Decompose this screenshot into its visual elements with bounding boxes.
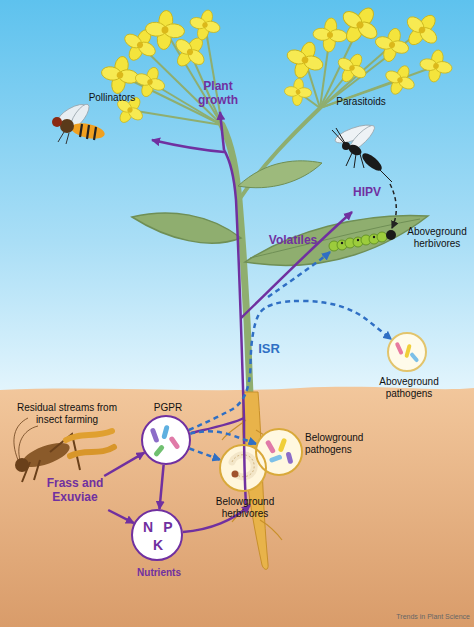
flow-arrow [220, 112, 224, 150]
flower [283, 77, 312, 106]
microbe-rod [153, 444, 165, 457]
soil [0, 387, 474, 627]
microbe-rod [269, 454, 283, 463]
belowground-microbes [265, 438, 294, 465]
segment [377, 232, 387, 242]
node-label: Aboveground pathogens [367, 376, 451, 399]
antennae [332, 128, 345, 143]
head [52, 117, 62, 127]
mealworm [70, 447, 114, 456]
microbe-rod [395, 342, 404, 355]
flower [397, 5, 447, 55]
resistance-arrow [190, 431, 256, 444]
flower [371, 24, 413, 66]
flower [186, 6, 223, 43]
rootlet [260, 520, 282, 540]
nutrient-circle: NPKNutrients [131, 509, 183, 561]
pgpr-circle: PGPR [141, 415, 191, 465]
stalk [320, 66, 436, 108]
microbe-rod [265, 439, 276, 454]
microbe-rod [404, 344, 411, 359]
node-label: Belowground herbivores [203, 496, 287, 519]
flow-arrow [152, 140, 224, 152]
pgpr-circle-fill [142, 416, 190, 464]
pathogen-circle: Aboveground pathogens [387, 332, 427, 372]
spots [342, 237, 374, 243]
organism-label: Parasitoids [325, 96, 397, 108]
growth-flows [152, 112, 352, 532]
edge-label: ISR [254, 342, 284, 357]
microbe-rod [286, 451, 294, 464]
head [386, 230, 396, 240]
pathogen-circle-fill [256, 429, 302, 475]
node-label: Belowground pathogens [305, 432, 375, 455]
microbe-rod [409, 352, 419, 363]
stalk [130, 110, 222, 125]
flow-label: Plant growth [190, 80, 246, 108]
flower [417, 47, 454, 84]
flow-arrow [108, 510, 134, 523]
microbe-rod [161, 425, 169, 440]
abdomen [70, 121, 106, 142]
hoverfly [52, 101, 106, 144]
flower [281, 36, 329, 84]
flow-arrow [104, 453, 144, 476]
flower [380, 60, 421, 101]
microbe-rod [168, 436, 180, 450]
watermark: Trends in Plant Science [366, 613, 470, 621]
organism-label: Pollinators [76, 92, 148, 104]
thorax [60, 119, 74, 133]
leaf [238, 161, 322, 188]
plant-stem [222, 125, 250, 395]
legs [58, 132, 69, 144]
node-label: Residual streams from insect farming [8, 402, 126, 425]
nutrient-letter: K [151, 537, 165, 553]
antennae [14, 418, 38, 460]
flower [130, 62, 169, 101]
node-label: PGPR [138, 402, 198, 414]
flow-arrow [160, 465, 164, 509]
node-label: Frass and Exuviae [40, 477, 110, 505]
nutrient-letter: P [161, 519, 175, 535]
flow-label: Volatiles [262, 234, 324, 248]
legs [346, 153, 364, 168]
aboveground-microbes [395, 342, 420, 363]
stripes [80, 124, 96, 140]
resistance-arrow [190, 449, 221, 460]
caterpillar [329, 230, 396, 251]
nutrient-letter: N [141, 519, 155, 535]
cricket [14, 418, 80, 482]
pgpr-microbes [150, 425, 181, 458]
ovipositor [380, 170, 392, 182]
microbe-rod [150, 427, 160, 443]
microbe-rod [278, 438, 287, 453]
larva-head [232, 471, 239, 478]
isr-branch [268, 252, 330, 297]
resistance-arrow [189, 301, 392, 430]
leaf [132, 213, 241, 243]
organism-label: Aboveground herbivores [402, 226, 472, 249]
mealworm [66, 431, 112, 440]
pathogen-circle: Belowground pathogens [255, 428, 303, 476]
insect-residue-group: Residual streams from insect farmingFras… [40, 476, 110, 510]
node-label: Nutrients [119, 567, 199, 579]
nutrient-circle-fill [132, 510, 182, 560]
leaf [245, 215, 428, 265]
flower [312, 17, 349, 54]
flower [331, 47, 373, 89]
stalk [205, 25, 222, 125]
flow-line [224, 150, 246, 505]
attack-arrow [390, 184, 396, 228]
parasitoid-wasp [332, 122, 392, 182]
pathogen-circle-fill [388, 333, 426, 371]
leaf-vein [250, 219, 420, 258]
herbivore-circle: Belowground herbivores [219, 444, 267, 492]
flow-label: HIPV [345, 186, 389, 200]
